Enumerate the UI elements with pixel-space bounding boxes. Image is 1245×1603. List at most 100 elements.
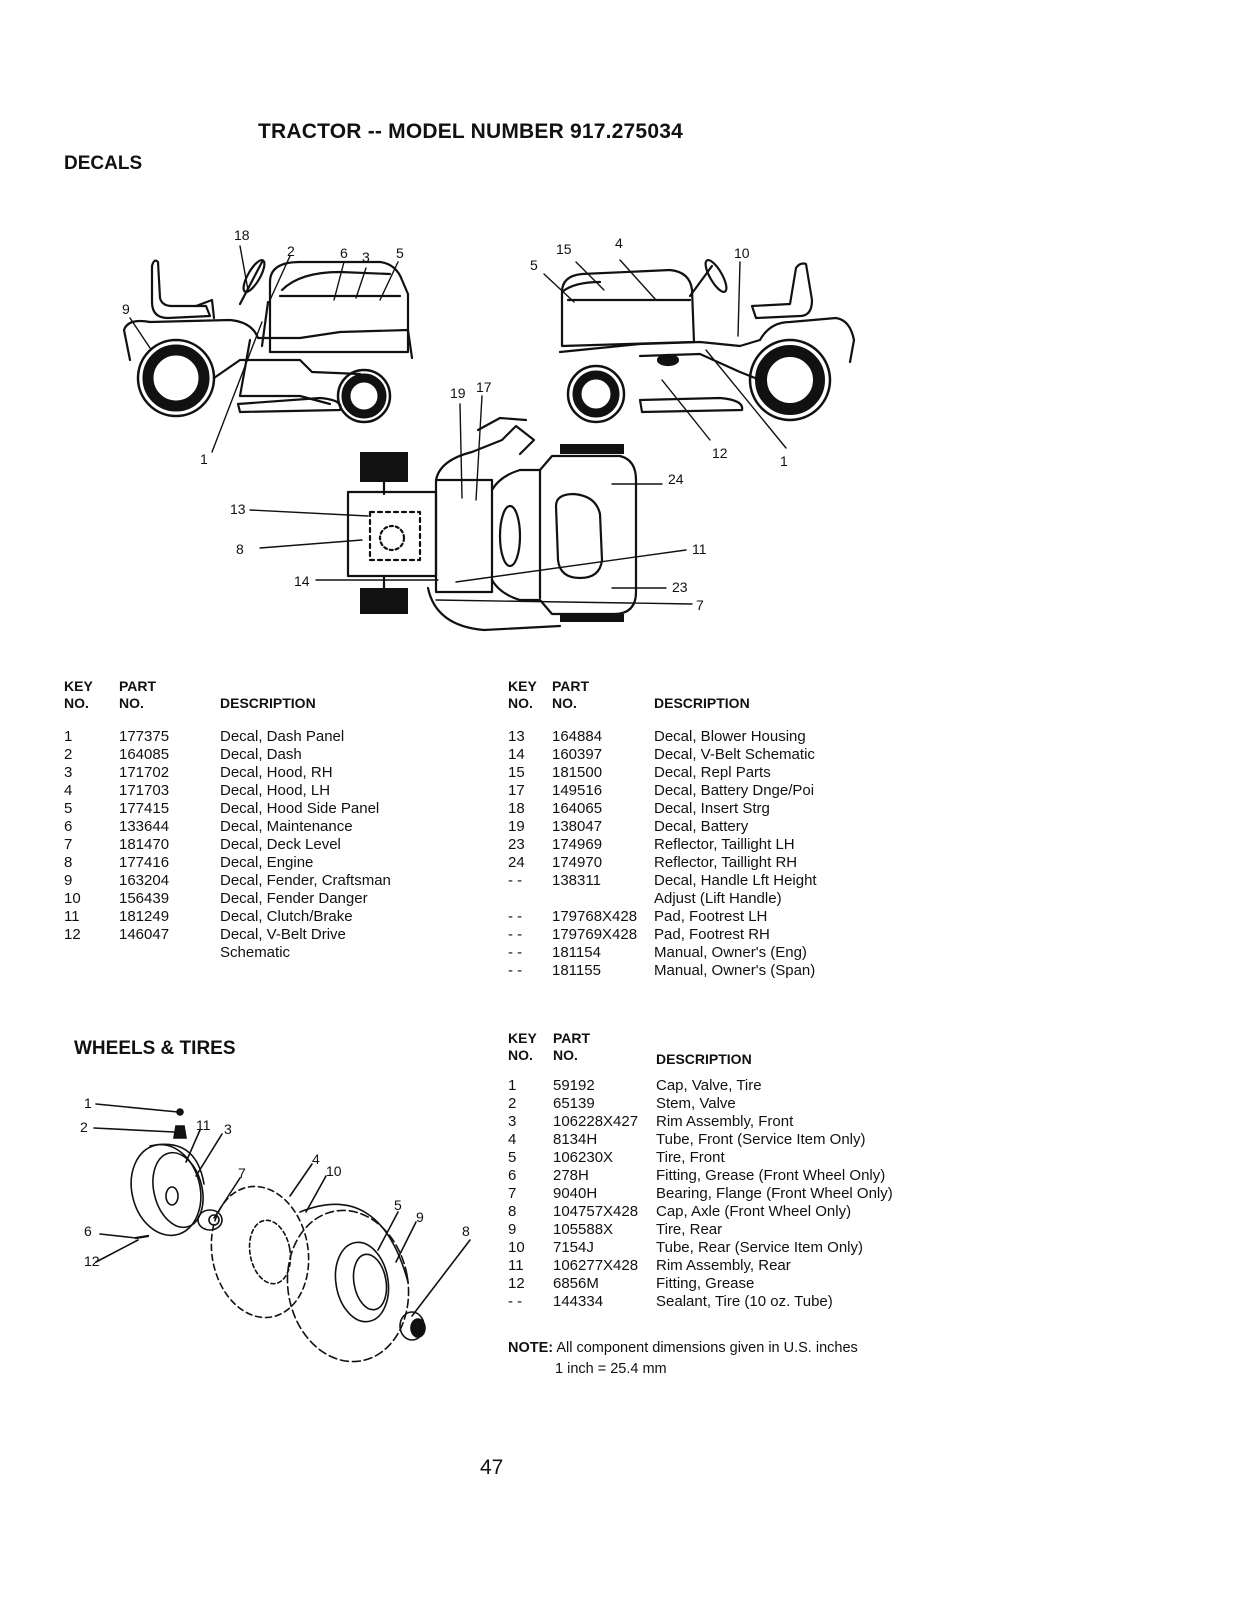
- col-key-label: KEY: [508, 678, 537, 694]
- cell-key: 14: [508, 746, 525, 763]
- cell-part: 106228X427: [553, 1113, 639, 1130]
- cell-part: 179768X428: [552, 908, 638, 925]
- col-key-label-2: NO.: [508, 695, 533, 711]
- cell-key: 6: [508, 1167, 517, 1184]
- col-description-label: DESCRIPTION: [656, 1051, 752, 1067]
- cell-key: 8: [64, 854, 73, 871]
- cell-key: 10: [64, 890, 81, 907]
- cell-key: 7: [508, 1185, 517, 1202]
- callout: 11: [692, 541, 707, 557]
- cell-desc: Decal, V-Belt Schematic: [654, 746, 815, 763]
- cell-part: 133644: [119, 818, 170, 835]
- cell-desc: Tire, Rear: [656, 1221, 723, 1238]
- col-part-label-2: NO.: [553, 1047, 578, 1063]
- cell-key: 15: [508, 764, 525, 781]
- cell-key: 10: [508, 1239, 525, 1256]
- cell-desc: Fitting, Grease: [656, 1275, 755, 1292]
- cell-desc: Bearing, Flange (Front Wheel Only): [656, 1185, 893, 1202]
- cell-part: 163204: [119, 872, 170, 889]
- cell-key: 2: [508, 1095, 517, 1112]
- callout: 2: [287, 243, 295, 259]
- col-key-label: KEY: [64, 678, 93, 694]
- cell-part: 138047: [552, 818, 603, 835]
- cell-part: 156439: [119, 890, 170, 907]
- callout: 7: [238, 1165, 246, 1181]
- cell-key: 24: [508, 854, 525, 871]
- cell-part: 174969: [552, 836, 603, 853]
- decal-callouts-left: 18 2 6 3 5 9 1: [122, 227, 404, 467]
- cell-desc: Decal, Deck Level: [220, 836, 341, 853]
- cell-key: 11: [64, 908, 80, 925]
- callout: 6: [84, 1223, 92, 1239]
- callout: 4: [312, 1151, 320, 1167]
- col-part-label-2: NO.: [552, 695, 577, 711]
- cell-desc: Rim Assembly, Front: [656, 1113, 794, 1130]
- cell-key: 9: [64, 872, 73, 889]
- cell-part: 104757X428: [553, 1203, 639, 1220]
- cell-key: 2: [64, 746, 73, 763]
- callout: 3: [362, 249, 370, 265]
- callout: 19: [450, 385, 466, 401]
- wheels-diagram: 1 2 11 3 7 4 10 5 9 8 6 12: [80, 1095, 471, 1363]
- callout: 5: [394, 1197, 402, 1213]
- decals-heading: DECALS: [64, 153, 143, 174]
- cell-desc: Tire, Front: [656, 1149, 725, 1166]
- cell-key: 3: [64, 764, 73, 781]
- table-row-continuation: Schematic: [64, 944, 464, 962]
- cell-part: 177415: [119, 800, 170, 817]
- cell-part: 59192: [553, 1077, 595, 1094]
- cell-desc: Decal, Dash Panel: [220, 728, 345, 745]
- cell-key: 8: [508, 1203, 517, 1220]
- decal-leader-lines: [129, 245, 787, 605]
- cell-key: 5: [508, 1149, 517, 1166]
- callout: 7: [696, 597, 704, 613]
- callout: 6: [340, 245, 348, 261]
- cell-part: 181154: [552, 944, 601, 961]
- cell-key: 4: [508, 1131, 517, 1148]
- callout: 24: [668, 471, 684, 487]
- table-row-continuation: Adjust (Lift Handle): [508, 890, 928, 908]
- cell-desc: Pad, Footrest LH: [654, 908, 768, 925]
- col-key-label: KEY: [508, 1030, 537, 1046]
- cell-part: 160397: [552, 746, 603, 763]
- cell-part: 179769X428: [552, 926, 638, 943]
- cell-desc: Decal, Engine: [220, 854, 314, 871]
- cell-desc: Manual, Owner's (Span): [654, 962, 816, 979]
- callout: 15: [556, 241, 572, 257]
- wheel-callouts: 1 2 11 3 7 4 10 5 9 8 6 12: [80, 1095, 470, 1269]
- cell-part: 164085: [119, 746, 170, 763]
- page-title: TRACTOR -- MODEL NUMBER 917.275034: [258, 120, 683, 143]
- cell-part: 164065: [552, 800, 603, 817]
- cell-desc: Fitting, Grease (Front Wheel Only): [656, 1167, 886, 1184]
- cell-part: 171702: [119, 764, 170, 781]
- cell-desc: Reflector, Taillight RH: [654, 854, 798, 871]
- cell-desc: Pad, Footrest RH: [654, 926, 770, 943]
- cell-key: 23: [508, 836, 525, 853]
- cell-desc: Decal, Fender, Craftsman: [220, 872, 391, 889]
- cell-part: 181155: [552, 962, 601, 979]
- col-part-label-2: NO.: [119, 695, 144, 711]
- col-description-label: DESCRIPTION: [220, 695, 316, 711]
- cell-desc: Sealant, Tire (10 oz. Tube): [656, 1293, 833, 1310]
- decal-callouts-top-view: 19 17 24 13 8 11 14 23 7: [230, 379, 707, 613]
- callout: 2: [80, 1119, 88, 1135]
- cell-part: 164884: [552, 728, 603, 745]
- cell-part: 106277X428: [553, 1257, 639, 1274]
- cell-desc: Decal, V-Belt Drive: [220, 926, 346, 943]
- cell-desc: Decal, Fender Danger: [220, 890, 368, 907]
